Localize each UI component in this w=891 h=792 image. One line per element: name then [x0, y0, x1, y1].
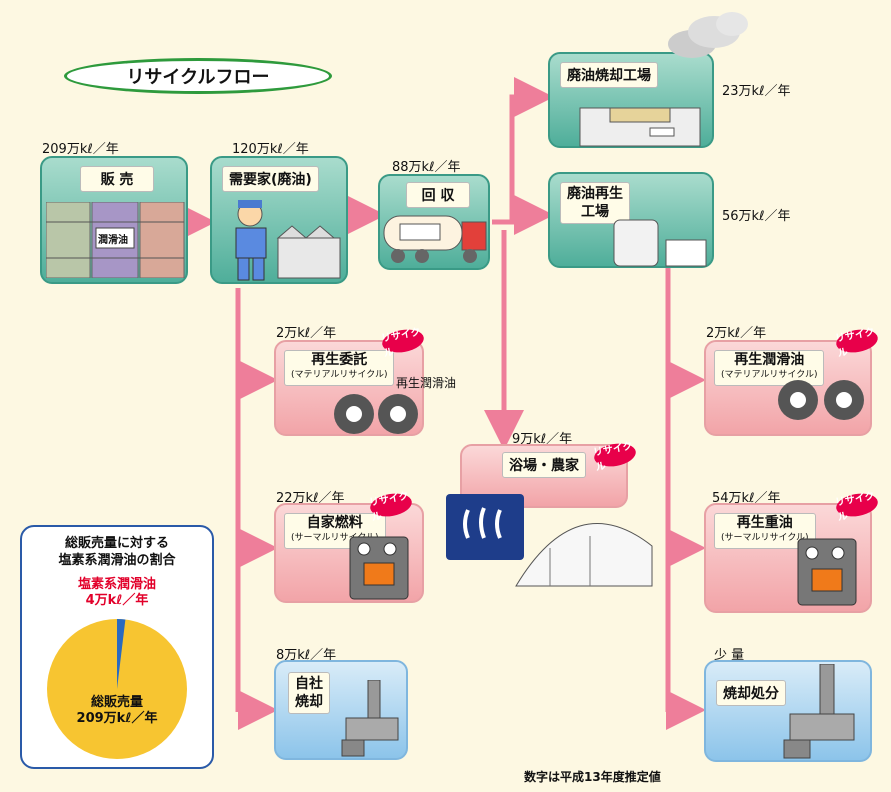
saisei-juyu-box: 再生重油(サーマルリサイクル): [704, 503, 872, 613]
recycle-badge: リサイクル: [380, 326, 426, 359]
gears-icon: [778, 380, 864, 420]
saisei-junkatsu-label: 再生潤滑油(マテリアルリサイクル): [714, 350, 825, 386]
saisei-itaku-note: 再生潤滑油: [396, 376, 457, 390]
saisei-itaku-label: 再生委託(マテリアルリサイクル): [284, 350, 395, 386]
incineration-plant-icon: [579, 107, 701, 147]
incinerator-icon: [783, 664, 855, 759]
saisei-koujou-box: 廃油再生工場: [548, 172, 714, 268]
boiler-icon: [349, 536, 409, 600]
saisei-itaku-box: 再生委託(マテリアルリサイクル): [274, 340, 424, 436]
diagram-title: リサイクルフロー: [64, 58, 332, 94]
shoukyaku-koujou-amount: 23万kℓ／年: [722, 84, 791, 99]
yokujou-label: 浴場・農家: [502, 452, 586, 478]
recycle-badge: リサイクル: [368, 490, 414, 523]
yokujou-amount: 9万kℓ／年: [512, 432, 573, 447]
jisha-shoukyaku-amount: 8万kℓ／年: [276, 648, 337, 663]
kaishu-box: 回 収: [378, 174, 490, 270]
recycle-badge: リサイクル: [592, 440, 638, 473]
juyouka-amount: 120万kℓ／年: [232, 142, 309, 157]
gears-icon: [334, 394, 418, 434]
saisei-junkatsu-box: 再生潤滑油(マテリアルリサイクル): [704, 340, 872, 436]
saisei-koujou-label: 廃油再生工場: [560, 182, 630, 224]
saisei-junkatsu-amount: 2万kℓ／年: [706, 326, 767, 341]
kaishu-amount: 88万kℓ／年: [392, 160, 461, 175]
jisha-shoukyaku-label: 自社焼却: [288, 672, 330, 714]
shoukyaku-shobun-box: 焼却処分: [704, 660, 872, 762]
pie-slice-small: [117, 619, 126, 689]
juyouka-label: 需要家(廃油): [222, 166, 319, 192]
jika-nenryou-amount: 22万kℓ／年: [276, 491, 345, 506]
incinerator-icon: [341, 680, 399, 757]
juyouka-box: 需要家(廃油): [210, 156, 348, 284]
jika-nenryou-box: 自家燃料(サーマルリサイクル): [274, 503, 424, 603]
refinery-icon: [613, 219, 707, 267]
jika-nenryou-label: 自家燃料(サーマルリサイクル): [284, 513, 386, 549]
jisha-shoukyaku-box: 自社焼却: [274, 660, 408, 760]
recycle-badge: リサイクル: [834, 326, 880, 359]
shoukyaku-koujou-label: 廃油焼却工場: [560, 62, 658, 88]
shoukyaku-shobun-label: 焼却処分: [716, 680, 786, 706]
oil-drums-icon: [46, 202, 185, 278]
hanbai-box: 販 売 潤滑油: [40, 156, 188, 284]
tank-truck-icon: [383, 215, 487, 263]
hanbai-label: 販 売: [80, 166, 154, 192]
shoukyaku-shobun-amount: 少 量: [714, 648, 745, 663]
footnote: 数字は平成13年度推定値: [524, 770, 661, 784]
saisei-juyu-label: 再生重油(サーマルリサイクル): [714, 513, 816, 549]
kaishu-label: 回 収: [406, 182, 470, 208]
yokujou-box: 浴場・農家: [460, 444, 628, 508]
drum-label: 潤滑油: [98, 235, 128, 246]
pie-chart: [47, 619, 187, 759]
pie-title: 総販売量に対する塩素系潤滑油の割合: [58, 536, 176, 568]
smoke-icon: [668, 12, 748, 58]
hanbai-amount: 209万kℓ／年: [42, 142, 119, 157]
boiler-icon: [797, 538, 857, 606]
saisei-itaku-amount: 2万kℓ／年: [276, 326, 337, 341]
saisei-juyu-amount: 54万kℓ／年: [712, 491, 781, 506]
shoukyaku-koujou-box: 廃油焼却工場: [548, 52, 714, 148]
worker-factory-icon: [235, 200, 341, 281]
recycle-badge: リサイクル: [834, 490, 880, 523]
bathhouse-greenhouse-icon: [446, 494, 653, 587]
saisei-koujou-amount: 56万kℓ／年: [722, 209, 791, 224]
